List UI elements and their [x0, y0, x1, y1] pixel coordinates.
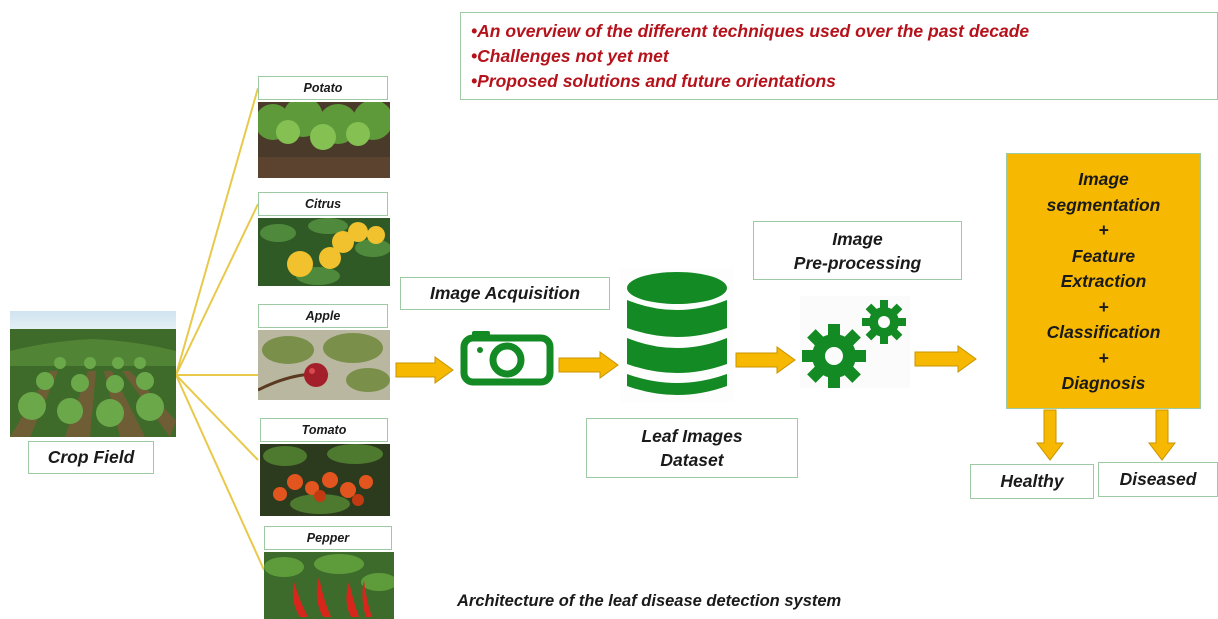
crop-field-label-box: Crop Field [28, 441, 154, 474]
crop-field-image [10, 311, 176, 437]
crop-label-box-potato: Potato [258, 76, 388, 100]
analysis-line-8: + [1098, 347, 1109, 368]
citrus-image [258, 218, 390, 286]
tomato-image [260, 444, 390, 516]
healthy-box: Healthy [970, 464, 1094, 499]
analysis-line-2: segmentation [1046, 194, 1161, 215]
summary-point-2: •Challenges not yet met [471, 46, 669, 66]
preprocess-label-line2: Pre-processing [793, 252, 922, 273]
database-icon [620, 268, 734, 402]
arrow-gears-to-analysis [914, 345, 977, 373]
crop-label-box-tomato: Tomato [260, 418, 388, 442]
analysis-line-4: Feature [1071, 245, 1136, 266]
arrow-crops-to-camera [395, 356, 454, 384]
preprocess-label-line1: Image [832, 228, 883, 249]
diseased-box: Diseased [1098, 462, 1218, 497]
connector-citrus [175, 203, 259, 376]
connector-pepper [175, 374, 265, 571]
gears-icon [800, 296, 910, 388]
dataset-label-box: Leaf Images Dataset [586, 418, 798, 478]
camera-icon [460, 331, 554, 386]
dataset-label-line2: Dataset [660, 450, 724, 470]
crop-label-apple: Apple [305, 309, 341, 323]
healthy-label: Healthy [1000, 471, 1064, 491]
crop-label-box-pepper: Pepper [264, 526, 392, 550]
figure-caption: Architecture of the leaf disease detecti… [457, 592, 842, 610]
analysis-line-5: Extraction [1060, 271, 1147, 291]
crop-label-citrus: Citrus [304, 197, 342, 211]
arrow-camera-to-database [558, 351, 619, 379]
analysis-box: Image segmentation + Feature Extraction … [1006, 153, 1201, 409]
diseased-label: Diseased [1119, 469, 1197, 489]
crop-label-box-apple: Apple [258, 304, 388, 328]
apple-image [258, 330, 390, 400]
analysis-line-1: Image [1078, 169, 1129, 189]
analysis-line-7: Classification [1046, 322, 1161, 342]
crop-label-box-citrus: Citrus [258, 192, 388, 216]
crop-field-label: Crop Field [47, 447, 135, 467]
summary-box: •An overview of the different techniques… [460, 12, 1218, 100]
arrow-to-diseased [1148, 409, 1176, 461]
crop-label-tomato: Tomato [301, 423, 347, 437]
connector-tomato [175, 374, 259, 461]
arrow-database-to-gears [735, 346, 796, 374]
analysis-line-6: + [1098, 296, 1109, 317]
preprocess-label-box: Image Pre-processing [753, 221, 962, 280]
summary-point-1: •An overview of the different techniques… [471, 21, 1030, 41]
connector-potato [175, 87, 259, 376]
crop-label-pepper: Pepper [306, 531, 350, 545]
acquisition-label-box: Image Acquisition [400, 277, 610, 310]
pepper-image [264, 552, 394, 619]
summary-point-3: •Proposed solutions and future orientati… [471, 71, 836, 91]
analysis-line-3: + [1098, 220, 1109, 240]
crop-label-potato: Potato [303, 81, 343, 95]
analysis-line-9: Diagnosis [1061, 373, 1146, 393]
dataset-label-line1: Leaf Images [641, 426, 743, 446]
acquisition-label: Image Acquisition [429, 283, 581, 303]
arrow-to-healthy [1036, 409, 1064, 461]
potato-image [258, 102, 390, 178]
